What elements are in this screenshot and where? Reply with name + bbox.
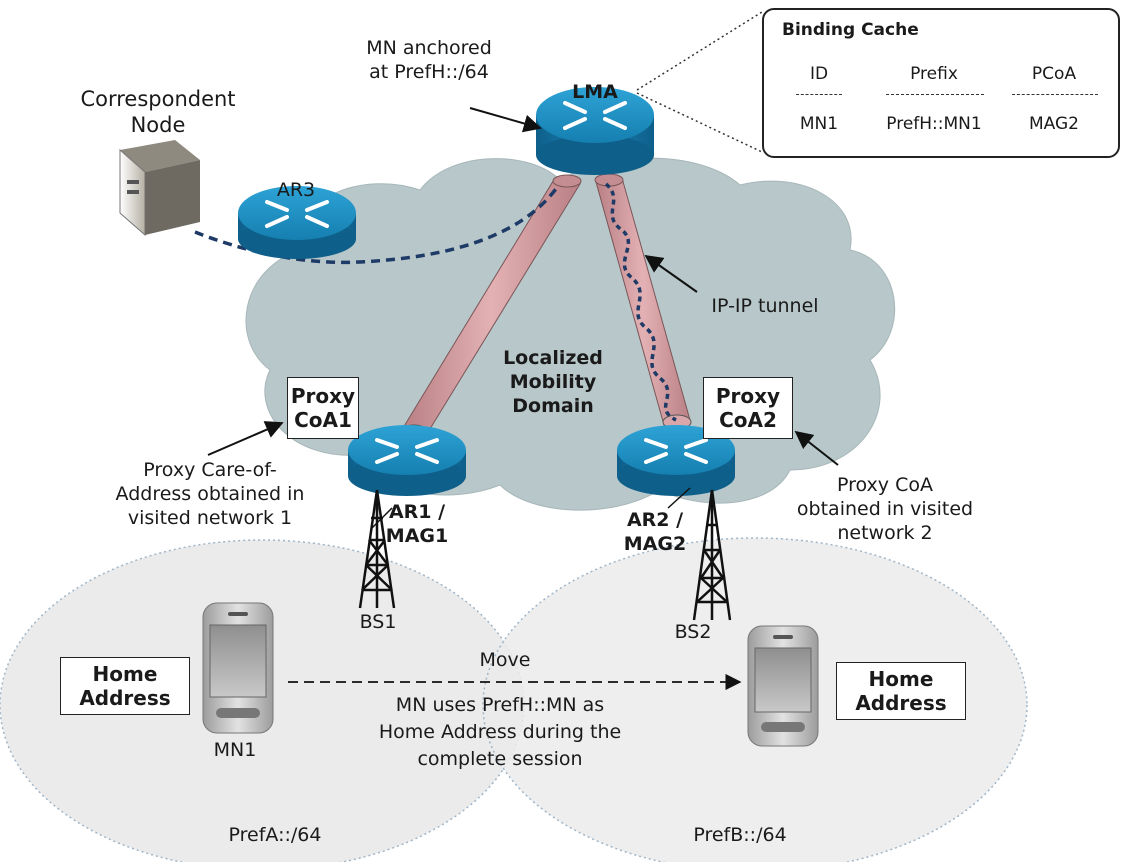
ar1-leader bbox=[371, 507, 393, 529]
binding-cache-table: Binding Cache ID Prefix PCoA MN1 PrefH::… bbox=[762, 8, 1120, 158]
mn1-label: MN1 bbox=[213, 739, 257, 761]
mn-anchored-arrow bbox=[469, 107, 542, 133]
ar1-mag1-label: AR1 /MAG1 bbox=[385, 501, 449, 547]
ar3-label: AR3 bbox=[276, 179, 316, 201]
mobile-node-mn1-phone bbox=[202, 602, 274, 734]
tunnel-traffic-path bbox=[604, 182, 677, 422]
proxy-coa-obtained-arrow bbox=[794, 430, 839, 466]
correspondent-node-server bbox=[119, 140, 200, 237]
ip-ip-tunnel-arrow bbox=[644, 254, 698, 293]
router-ar3 bbox=[238, 186, 356, 259]
mobile-node-mn1-moved-phone bbox=[747, 625, 819, 747]
move-label: Move bbox=[479, 649, 531, 671]
router-ar1 bbox=[348, 425, 466, 496]
cache-separator bbox=[1012, 94, 1098, 95]
cache-separator bbox=[796, 94, 842, 95]
cache-header-id: ID bbox=[809, 64, 829, 84]
binding-cache-title: Binding Cache bbox=[782, 20, 919, 40]
ar2-mag2-label: AR2 /MAG2 bbox=[623, 509, 687, 555]
cache-cell-prefix: PrefH::MN1 bbox=[886, 114, 982, 134]
ar2-leader bbox=[667, 487, 691, 509]
base-station-bs2-tower bbox=[692, 489, 732, 621]
prefa-label: PrefA::/64 bbox=[228, 824, 322, 846]
base-station-bs1-tower bbox=[358, 489, 396, 609]
prefb-label: PrefB::/64 bbox=[693, 824, 787, 846]
bs2-label: BS2 bbox=[674, 621, 712, 643]
cache-callout-bottom bbox=[636, 92, 763, 153]
ip-ip-tunnel-label: IP-IP tunnel bbox=[711, 295, 819, 317]
cache-header-pcoa: PCoA bbox=[1031, 64, 1077, 84]
lma-label: LMA bbox=[572, 81, 618, 103]
router-lma bbox=[536, 87, 654, 175]
proxy-care-of-address-arrow bbox=[207, 421, 284, 456]
cache-header-prefix: Prefix bbox=[910, 64, 958, 84]
ip-ip-tunnel-to-mag2 bbox=[594, 173, 692, 430]
cache-callout-top bbox=[636, 11, 763, 91]
cache-cell-pcoa: MAG2 bbox=[1029, 114, 1079, 134]
bs1-label: BS1 bbox=[359, 611, 397, 633]
cache-cell-id: MN1 bbox=[799, 114, 839, 134]
cn-traffic-path bbox=[194, 184, 560, 265]
cache-separator bbox=[886, 94, 984, 95]
